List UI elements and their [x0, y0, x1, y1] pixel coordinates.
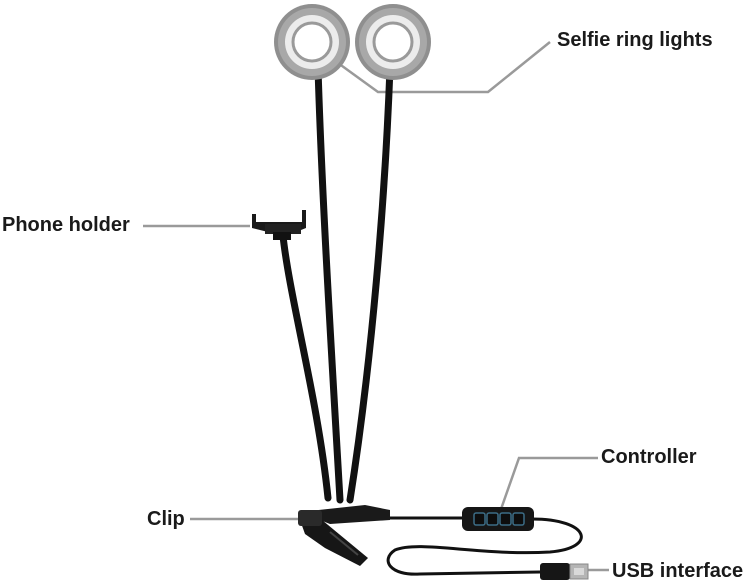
controller-leader [498, 456, 598, 513]
selfie-ring-lights-leader [337, 41, 551, 94]
gooseneck-phone-holder [279, 232, 332, 502]
usb-cable [386, 517, 583, 576]
gooseneck-left-light [314, 64, 344, 504]
controller [462, 507, 534, 531]
leader-lines [143, 41, 609, 572]
gooseneck-right-light [346, 64, 394, 504]
selfie-ring-lights-label: Selfie ring lights [557, 29, 713, 51]
usb-interface-label: USB interface [612, 560, 744, 582]
clip-label: Clip [147, 508, 185, 530]
clip [298, 505, 390, 566]
ring-light-right [355, 4, 431, 80]
goosenecks [279, 64, 394, 504]
usb-plug [540, 563, 589, 580]
phone-holder [252, 210, 306, 240]
controller-label: Controller [601, 446, 697, 468]
ring-light-left [274, 4, 350, 80]
phone-holder-label: Phone holder [2, 214, 130, 236]
